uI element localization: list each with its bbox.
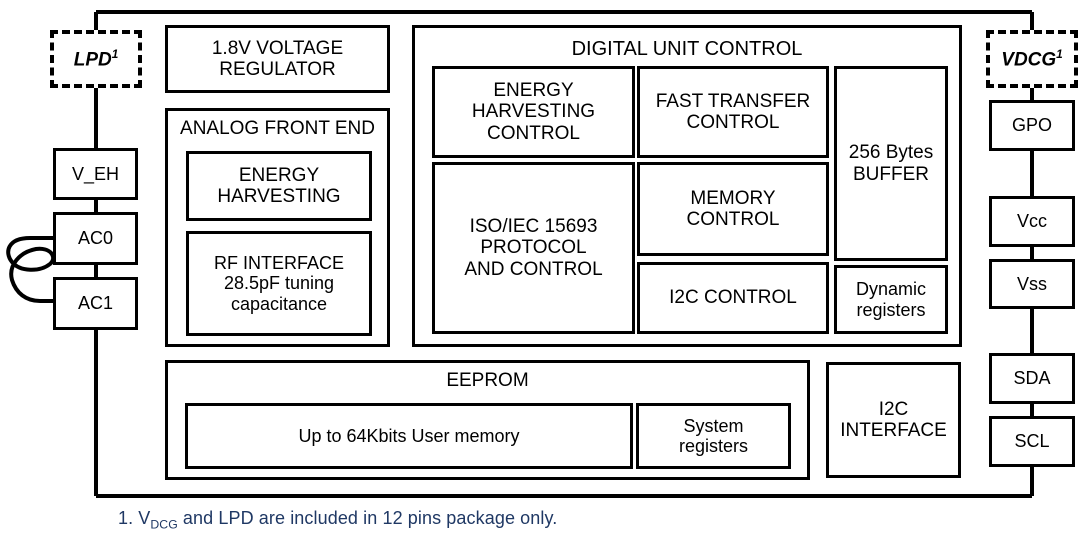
iso-protocol-control-text: ISO/IEC 15693 PROTOCOL AND CONTROL	[464, 216, 603, 280]
pin-vcc-label: Vcc	[1016, 211, 1047, 232]
footnote: 1.VDCG and LPD are included in 12 pins p…	[118, 508, 557, 532]
pin-vcc[interactable]: Vcc	[989, 196, 1075, 247]
pin-vss-label: Vss	[1016, 273, 1047, 294]
pin-vdcg[interactable]: VDCG1	[986, 30, 1078, 88]
block-dynamic-registers[interactable]: Dynamic registers	[834, 265, 948, 334]
system-registers-text: System registers	[678, 415, 749, 456]
pin-gpo[interactable]: GPO	[989, 100, 1075, 151]
fast-transfer-control-text: FAST TRANSFER CONTROL	[655, 90, 811, 133]
block-memory-control[interactable]: MEMORY CONTROL	[637, 162, 829, 256]
block-system-registers[interactable]: System registers	[636, 403, 791, 469]
analog-front-end-title: ANALOG FRONT END	[180, 118, 375, 139]
footnote-number: 1.	[118, 508, 134, 528]
antenna-coil-icon	[6, 236, 60, 303]
pin-ac1-label: AC1	[77, 293, 113, 314]
eeprom-title: EEPROM	[446, 370, 529, 391]
digital-unit-control-title: DIGITAL UNIT CONTROL	[571, 38, 803, 60]
i2c-interface-text: I2C INTERFACE	[840, 398, 947, 441]
buffer-text: 256 Bytes BUFFER	[848, 142, 934, 185]
pin-sda-label: SDA	[1013, 368, 1051, 389]
pin-ac0-label: AC0	[77, 228, 113, 249]
pin-vdcg-label: VDCG1	[1001, 47, 1063, 71]
pin-lpd-label: LPD1	[73, 47, 119, 71]
pin-scl-label: SCL	[1014, 431, 1050, 452]
block-iso-protocol-control[interactable]: ISO/IEC 15693 PROTOCOL AND CONTROL	[432, 162, 635, 334]
footnote-subscript: DCG	[150, 517, 178, 532]
pin-vss[interactable]: Vss	[989, 259, 1075, 309]
energy-harvesting-text: ENERGY HARVESTING	[217, 164, 341, 207]
pin-sda[interactable]: SDA	[989, 353, 1075, 404]
block-energy-harvesting-control[interactable]: ENERGY HARVESTING CONTROL	[432, 66, 635, 158]
block-i2c-control[interactable]: I2C CONTROL	[637, 262, 829, 334]
pin-gpo-label: GPO	[1011, 115, 1052, 136]
i2c-control-text: I2C CONTROL	[669, 287, 797, 309]
block-user-memory[interactable]: Up to 64Kbits User memory	[185, 403, 633, 469]
footnote-suffix: and LPD are included in 12 pins package …	[177, 508, 558, 528]
energy-harvesting-control-text: ENERGY HARVESTING CONTROL	[471, 80, 596, 144]
block-rf-interface[interactable]: RF INTERFACE 28.5pF tuning capacitance	[186, 231, 372, 336]
pin-scl[interactable]: SCL	[989, 416, 1075, 467]
pin-ac1[interactable]: AC1	[53, 277, 138, 330]
block-voltage-regulator[interactable]: 1.8V VOLTAGE REGULATOR	[165, 25, 390, 93]
pin-ac0[interactable]: AC0	[53, 212, 138, 265]
user-memory-text: Up to 64Kbits User memory	[298, 425, 520, 446]
pin-v-eh-label: V_EH	[71, 163, 120, 184]
footnote-prefix: V	[138, 508, 151, 528]
pin-v-eh[interactable]: V_EH	[53, 148, 138, 200]
block-energy-harvesting[interactable]: ENERGY HARVESTING	[186, 151, 372, 221]
block-fast-transfer-control[interactable]: FAST TRANSFER CONTROL	[637, 66, 829, 158]
pin-lpd[interactable]: LPD1	[50, 30, 142, 88]
block-eeprom[interactable]: EEPROM Up to 64Kbits User memory System …	[165, 360, 810, 480]
memory-control-text: MEMORY CONTROL	[686, 187, 780, 230]
block-i2c-interface[interactable]: I2C INTERFACE	[826, 362, 961, 478]
dynamic-registers-text: Dynamic registers	[855, 279, 926, 320]
block-digital-unit-control[interactable]: DIGITAL UNIT CONTROL ENERGY HARVESTING C…	[412, 25, 962, 347]
block-analog-front-end[interactable]: ANALOG FRONT END ENERGY HARVESTING RF IN…	[165, 108, 390, 347]
voltage-regulator-text: 1.8V VOLTAGE REGULATOR	[211, 37, 344, 80]
rf-interface-text: RF INTERFACE 28.5pF tuning capacitance	[213, 253, 344, 314]
block-buffer[interactable]: 256 Bytes BUFFER	[834, 66, 948, 261]
